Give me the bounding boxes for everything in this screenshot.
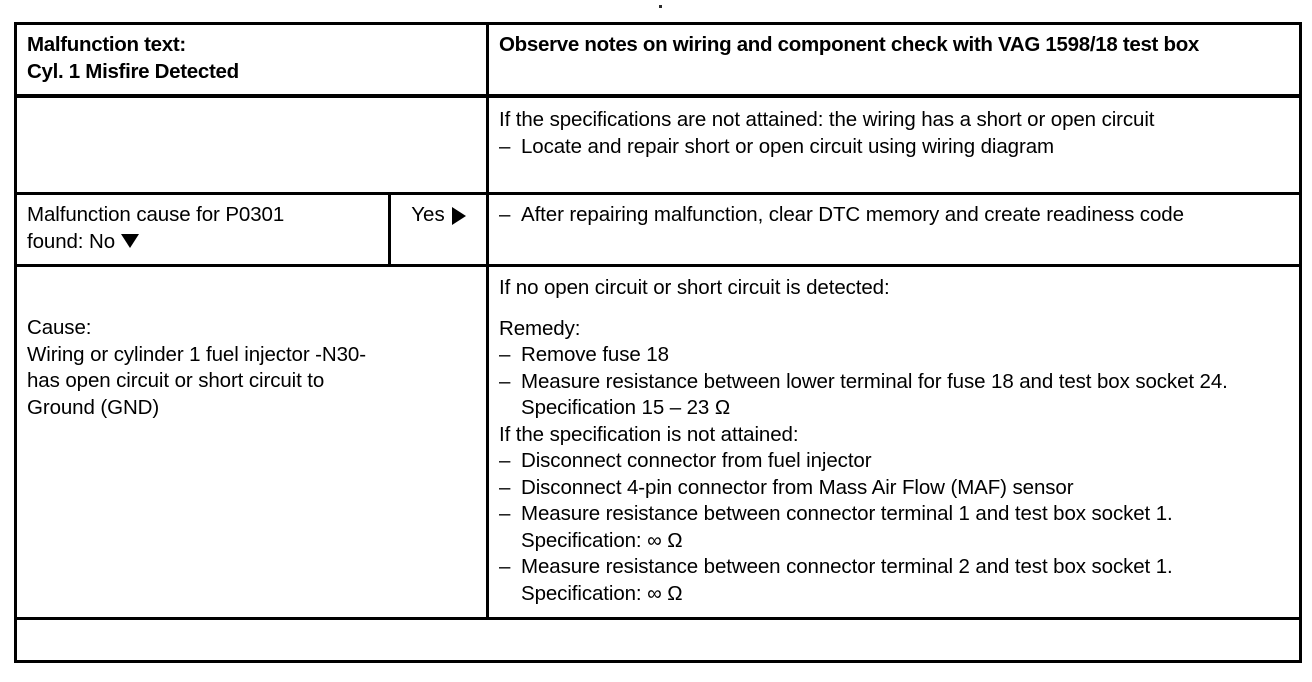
- decision-question-line1: Malfunction cause for P0301: [27, 203, 285, 226]
- malfunction-text-cell: Malfunction text: Cyl. 1 Misfire Detecte…: [14, 22, 489, 98]
- table-row-cause-remedy: Cause: Wiring or cylinder 1 fuel injecto…: [14, 264, 1302, 620]
- list-item-label: Disconnect 4-pin connector from Mass Air…: [521, 475, 1074, 499]
- table-row-footer-blank: [14, 617, 1302, 663]
- list-item: –Disconnect 4-pin connector from Mass Ai…: [499, 475, 1289, 502]
- dash-bullet-icon: –: [499, 134, 511, 158]
- decision-bullet-list: –After repairing malfunction, clear DTC …: [499, 202, 1289, 229]
- table-row-header: Malfunction text: Cyl. 1 Misfire Detecte…: [14, 22, 1302, 98]
- remedy-intro-text: If no open circuit or short circuit is d…: [499, 276, 890, 299]
- triangle-right-icon: [451, 207, 466, 225]
- notes-intro-text: If the specifications are not attained: …: [499, 108, 1155, 131]
- cause-label: Cause:: [27, 316, 92, 339]
- list-item-label: Measure resistance between connector ter…: [521, 555, 1173, 605]
- diagnostic-table: Malfunction text: Cyl. 1 Misfire Detecte…: [14, 22, 1302, 663]
- decision-yes-label: Yes: [411, 203, 445, 226]
- dash-bullet-icon: –: [499, 555, 511, 578]
- decision-action-cell: –After repairing malfunction, clear DTC …: [486, 192, 1302, 267]
- decision-question-line2: found: No: [27, 229, 378, 256]
- observe-note-cell: Observe notes on wiring and component ch…: [486, 22, 1302, 98]
- scan-artifact-dot: [659, 5, 662, 8]
- dash-bullet-icon: –: [499, 369, 511, 393]
- cause-line-2: has open circuit or short circuit to: [27, 369, 325, 392]
- triangle-down-icon: [121, 234, 139, 249]
- list-item-label: Remove fuse 18: [521, 343, 669, 366]
- remedy-label: Remedy:: [499, 316, 581, 340]
- observe-note-text: Observe notes on wiring and component ch…: [499, 33, 1200, 56]
- list-item-label: Measure resistance between connector ter…: [521, 502, 1173, 552]
- remedy-condition-text: If the specification is not attained:: [499, 422, 799, 446]
- list-item-label: After repairing malfunction, clear DTC m…: [521, 203, 1184, 226]
- remedy-bullet-list-a: –Remove fuse 18 –Measure resistance betw…: [499, 342, 1289, 422]
- footer-blank-cell: [14, 617, 1302, 663]
- cause-cell: Cause: Wiring or cylinder 1 fuel injecto…: [14, 264, 489, 620]
- decision-answer-no-label: found: No: [27, 229, 115, 253]
- dash-bullet-icon: –: [499, 502, 511, 525]
- list-item: –Measure resistance between connector te…: [499, 501, 1289, 554]
- remedy-bullet-list-b: –Disconnect connector from fuel injector…: [499, 448, 1289, 607]
- notes-right-cell: If the specifications are not attained: …: [486, 94, 1302, 195]
- list-item: –Disconnect connector from fuel injector: [499, 448, 1289, 475]
- list-item: –After repairing malfunction, clear DTC …: [499, 202, 1289, 229]
- list-item: –Measure resistance between lower termin…: [499, 369, 1289, 422]
- dash-bullet-icon: –: [499, 475, 511, 499]
- cause-line-1: Wiring or cylinder 1 fuel injector -N30-: [27, 342, 366, 366]
- malfunction-text-label: Malfunction text:: [27, 33, 186, 56]
- dash-bullet-icon: –: [499, 203, 511, 226]
- list-item-label: Locate and repair short or open circuit …: [521, 134, 1054, 158]
- remedy-spacer: [499, 302, 1289, 316]
- list-item-label: Disconnect connector from fuel injector: [521, 449, 872, 472]
- dash-bullet-icon: –: [499, 343, 511, 366]
- malfunction-text-value: Cyl. 1 Misfire Detected: [27, 59, 239, 83]
- list-item: –Measure resistance between connector te…: [499, 554, 1289, 607]
- notes-bullet-list: –Locate and repair short or open circuit…: [499, 134, 1289, 161]
- dash-bullet-icon: –: [499, 449, 511, 472]
- notes-left-blank-cell: [14, 94, 489, 195]
- list-item: –Locate and repair short or open circuit…: [499, 134, 1289, 161]
- decision-question-cell[interactable]: Malfunction cause for P0301 found: No: [14, 192, 391, 267]
- list-item: –Remove fuse 18: [499, 342, 1289, 369]
- list-item-label: Measure resistance between lower termina…: [521, 369, 1228, 420]
- table-row-specifications-note: If the specifications are not attained: …: [14, 94, 1302, 195]
- cause-line-3: Ground (GND): [27, 395, 160, 419]
- remedy-cell: If no open circuit or short circuit is d…: [486, 264, 1302, 620]
- table-row-decision: Malfunction cause for P0301 found: No Ye…: [14, 192, 1302, 267]
- decision-yes-branch-cell[interactable]: Yes: [388, 192, 489, 267]
